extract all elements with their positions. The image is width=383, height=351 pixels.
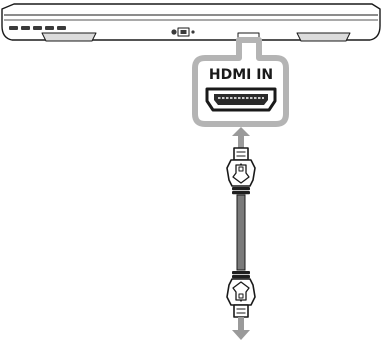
cable-plug-top	[226, 147, 256, 187]
panel-foot-right	[296, 32, 351, 42]
hdmi-port-icon	[205, 87, 277, 112]
hdmi-cable-icon	[226, 147, 256, 318]
arrow-down-icon	[232, 317, 250, 340]
panel-foot-left	[41, 32, 97, 42]
cable-ferrite-top	[232, 187, 250, 195]
panel-button-strip	[9, 26, 66, 30]
port-label: HDMI IN	[209, 67, 273, 83]
cable-plug-bottom	[226, 278, 256, 318]
panel-connectors	[171, 27, 195, 37]
cable-wire	[236, 194, 246, 271]
arrow-up-icon	[232, 127, 250, 149]
cable-ferrite-bottom	[232, 271, 250, 279]
soundbar-rear-panel-icon	[1, 3, 381, 42]
